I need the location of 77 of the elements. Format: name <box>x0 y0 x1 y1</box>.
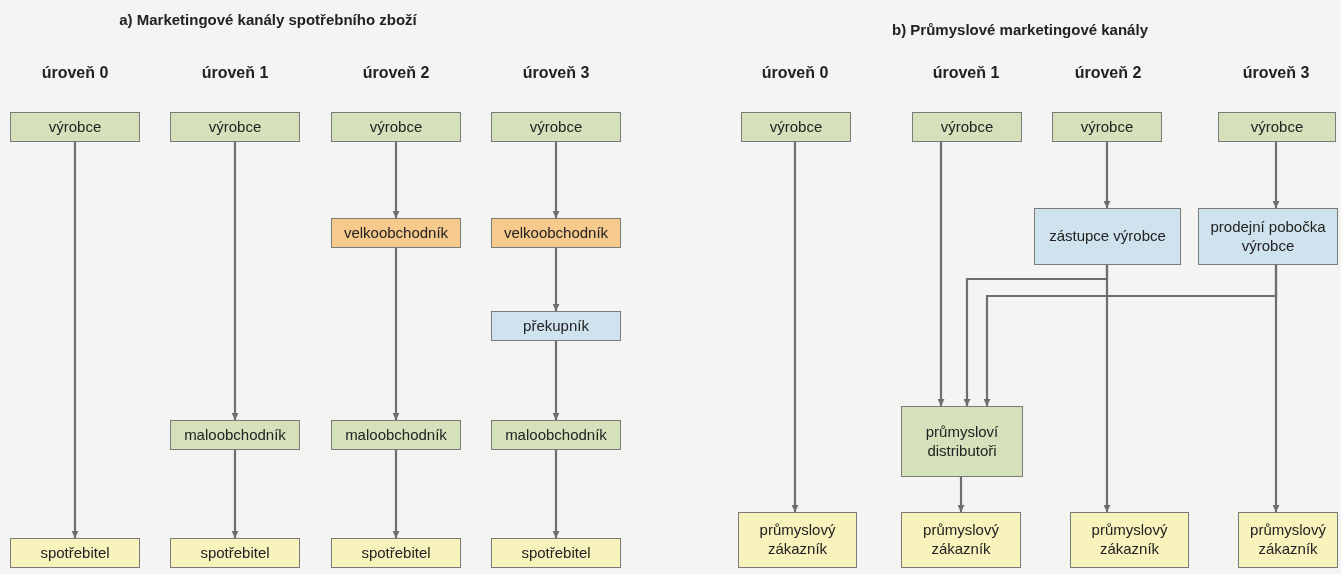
box-label: výrobce <box>369 117 423 137</box>
channel-box <box>1218 112 1336 142</box>
box-label: výrobce <box>208 117 262 137</box>
arrow <box>392 450 400 538</box>
channel-box <box>1070 512 1189 568</box>
level-heading: úroveň 3 <box>1242 63 1310 83</box>
channel-box <box>331 112 461 142</box>
box-label: výrobce <box>940 117 994 137</box>
box-label: velkoobchodník <box>503 223 609 243</box>
box-label: průmyslový zákazník <box>1090 521 1169 559</box>
section-heading: a) Marketingové kanály spotřebního zboží <box>119 9 417 30</box>
arrow <box>71 142 79 538</box>
level-heading: úroveň 2 <box>362 63 430 83</box>
channel-box <box>491 538 621 568</box>
box-label: spotřebitel <box>521 543 591 563</box>
box-label: maloobchodník <box>184 425 286 445</box>
arrow <box>552 142 560 218</box>
box-label: výrobce <box>1080 117 1134 137</box>
channel-box <box>491 218 621 248</box>
box-label: velkoobchodník <box>343 223 449 243</box>
channel-box <box>331 420 461 450</box>
section-heading: b) Průmyslové marketingové kanály <box>892 19 1148 40</box>
arrow <box>392 142 400 218</box>
level-heading: úroveň 1 <box>201 63 269 83</box>
channel-box <box>170 538 300 568</box>
channel-box <box>1052 112 1162 142</box>
arrow <box>957 477 965 512</box>
channel-box <box>1238 512 1338 568</box>
level-heading: úroveň 2 <box>1074 63 1142 83</box>
channel-box <box>901 512 1021 568</box>
channel-box <box>10 112 140 142</box>
box-label: průmyslový zákazník <box>1249 521 1327 559</box>
box-label: maloobchodník <box>505 425 607 445</box>
channel-box <box>738 512 857 568</box>
arrow <box>1272 142 1280 208</box>
channel-box <box>491 112 621 142</box>
level-heading: úroveň 1 <box>932 63 1000 83</box>
channel-box <box>1034 208 1181 265</box>
channel-box <box>331 218 461 248</box>
arrow <box>1272 265 1280 512</box>
box-label: prodejní pobočka výrobce <box>1209 217 1327 256</box>
box-label: průmysloví distributoři <box>924 422 1000 461</box>
channel-box <box>491 311 621 341</box>
channel-box <box>10 538 140 568</box>
arrow <box>791 142 799 512</box>
box-label: výrobce <box>769 117 823 137</box>
box-label: výrobce <box>529 117 583 137</box>
level-heading: úroveň 0 <box>761 63 829 83</box>
channel-box <box>901 406 1023 477</box>
arrow <box>392 248 400 420</box>
box-label: výrobce <box>1250 117 1304 137</box>
channel-box <box>491 420 621 450</box>
level-heading: úroveň 3 <box>522 63 590 83</box>
channel-box <box>170 420 300 450</box>
arrow <box>1103 265 1111 512</box>
arrow <box>937 142 945 406</box>
channel-box <box>331 538 461 568</box>
box-label: překupník <box>523 316 589 336</box>
box-label: spotřebitel <box>40 543 110 563</box>
arrow <box>231 450 239 538</box>
arrow <box>1103 142 1111 208</box>
box-label: spotřebitel <box>361 543 431 563</box>
box-label: maloobchodník <box>345 425 447 445</box>
box-label: výrobce <box>48 117 102 137</box>
box-label: spotřebitel <box>200 543 270 563</box>
arrow <box>552 450 560 538</box>
arrow <box>231 142 239 420</box>
channel-box <box>1198 208 1338 265</box>
arrow <box>552 341 560 420</box>
channel-box <box>912 112 1022 142</box>
arrow <box>552 248 560 311</box>
channel-box <box>170 112 300 142</box>
box-label: průmyslový zákazník <box>758 521 837 559</box>
box-label: zástupce výrobce <box>1049 227 1166 246</box>
box-label: průmyslový zákazník <box>922 521 1000 559</box>
level-heading: úroveň 0 <box>41 63 109 83</box>
channel-box <box>741 112 851 142</box>
